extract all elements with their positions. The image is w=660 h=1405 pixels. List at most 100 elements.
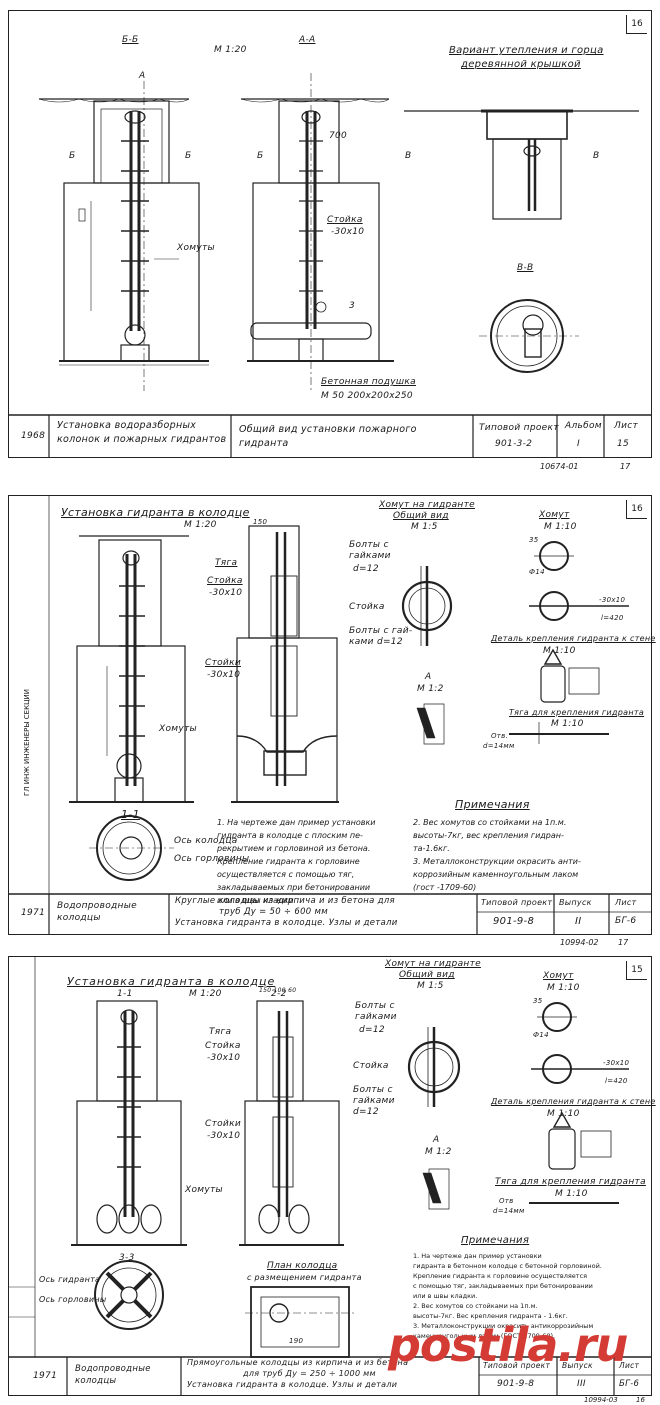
s3-dim-150-100-60: 150 100 60	[259, 987, 297, 994]
s2-clamp-title: Хомут на гидранте	[379, 500, 475, 510]
s3-tyaga: Тяга	[209, 1027, 232, 1037]
mark-v-right: В	[593, 151, 600, 161]
s3-stoyka2-size: -30х10	[207, 1131, 241, 1141]
s3-notes-title: Примечания	[461, 1235, 530, 1246]
tb-col2: Общий вид установки пожарного гидранта	[239, 424, 417, 449]
s3-tb-issue-label: Выпуск	[562, 1361, 593, 1370]
note-line: (гост -1709-60)	[413, 883, 477, 892]
tb-year: 1968	[21, 431, 46, 441]
note-line: высоты-7кг. Вес крепления гидранта - 1.6…	[413, 1312, 568, 1320]
stamp-2: 10994-02	[560, 938, 599, 947]
s2-tb-col1: Водопроводные колодцы	[57, 901, 137, 923]
note-line: высоты-7кг, вес крепления гидран-	[413, 831, 564, 840]
s2-title: Установка гидранта в колодце	[61, 506, 250, 519]
s3-stoyka1-size: -30х10	[207, 1053, 241, 1063]
dim-700: 700	[329, 131, 348, 141]
s3-clamp-scale: М 1:5	[417, 981, 444, 991]
s3-bolty1: Болты с гайками	[355, 1001, 397, 1022]
s3-clamp-title: Хомут на гидранте	[385, 959, 481, 969]
scale-label: М 1:20	[214, 45, 247, 55]
s3-plan-subtitle: с размещением гидранта	[247, 1273, 362, 1282]
s2-section-1-1: 1-1	[121, 808, 140, 821]
s2-tyaga-title: Тяга для крепления гидранта	[509, 708, 645, 717]
s3-stoyka-c: Стойка	[353, 1061, 389, 1071]
sheet-1-drawing	[9, 73, 651, 457]
drawing-sheet-3: 15	[8, 956, 655, 1396]
drawing-sheet-1: 16	[8, 10, 652, 458]
s2-a-label: А	[425, 672, 432, 682]
note-line: осуществляется с помощью тяг,	[217, 870, 355, 879]
note-line: 3. Металлоконструкции окрасить анти-	[413, 857, 581, 866]
note-line: или в швы кладки.	[413, 1292, 478, 1300]
stamp-3: 10994-03	[584, 1396, 618, 1404]
s3-otv-d: d=14мм	[493, 1207, 525, 1215]
s3-os-gidranta: Ось гидранта	[39, 1275, 101, 1284]
s2-detail-title: Деталь крепления гидранта к стене	[491, 634, 656, 643]
note-line: Крепление гидранта к горловине осуществл…	[413, 1272, 588, 1280]
s3-khomuty: Хомуты	[185, 1185, 223, 1195]
s3-khomut-title: Хомут	[543, 971, 574, 981]
s3-os-gorloviny: Ось горловины	[39, 1295, 107, 1304]
tb-album-label: Альбом	[565, 421, 602, 431]
stamp-page-2: 17	[618, 938, 629, 947]
tb-project-label: Типовой проект	[479, 423, 559, 433]
s2-tb-issue-label: Выпуск	[559, 898, 592, 907]
s3-tb-year: 1971	[33, 1371, 58, 1381]
variant-title-2: деревянной крышкой	[461, 59, 581, 70]
s3-tb-col1: Водопроводные колодцы	[75, 1364, 151, 1386]
s3-bolty1-d: d=12	[359, 1025, 385, 1035]
s3-clamp-subtitle: Общий вид	[399, 970, 455, 980]
s3-stoyka2: Стойки	[205, 1119, 241, 1129]
note-line: закладываемых при бетонировании	[217, 883, 371, 892]
tb-sheet-no: 15	[617, 439, 630, 449]
label-podushka-size: М 50 200х200х250	[321, 391, 413, 401]
note-line: 2. Вес хомутов со стойками на 1п.м.	[413, 1302, 538, 1310]
note-line: коррозийным каменноугольным лаком	[413, 870, 579, 879]
note-line: та-1.6кг.	[413, 844, 450, 853]
stamp-page-3: 16	[636, 1396, 645, 1404]
mark-3: 3	[349, 301, 356, 311]
s2-notes-title: Примечания	[455, 798, 530, 811]
s2-notes-right: 2. Вес хомутов со стойками на 1п.м. высот…	[413, 816, 581, 894]
note-line: 3. Металлоконструкции окрасить антикорро…	[413, 1322, 594, 1330]
tb-col1: Установка водоразборных колонок и пожарн…	[57, 420, 227, 445]
s3-detail-title: Деталь крепления гидранта к стене	[491, 1097, 656, 1106]
tb-album-no: I	[577, 439, 580, 449]
note-line: 1. На чертеже дан пример установки	[217, 818, 376, 827]
s3-tb-col2-3: Установка гидранта в колодце. Узлы и дет…	[187, 1380, 398, 1389]
note-line: Крепление гидранта к горловине	[217, 857, 360, 866]
drawing-sheet-2: 16	[8, 495, 655, 935]
s2-stoyka1: Стойка	[207, 576, 243, 586]
s2-tb-project-label: Типовой проект	[481, 898, 553, 907]
note-line: каменноугольным лаком (ГОСТ-1709-60).	[413, 1332, 556, 1340]
sheet-3-drawing	[9, 957, 651, 1395]
view-b-b-label: Б-Б	[122, 35, 139, 45]
s2-tb-sheet-no: БГ-6	[615, 916, 637, 926]
s2-stoyka1-size: -30х10	[209, 588, 243, 598]
s2-side-text: ГЛ ИНЖ ИНЖЕНЕРЫ СЕКЦИИ	[23, 689, 31, 796]
s3-otv: Отв	[499, 1197, 514, 1205]
s3-plan-title: План колодца	[267, 1261, 338, 1271]
s3-stoyka1: Стойка	[205, 1041, 241, 1051]
s3-tb-issue-no: III	[577, 1379, 586, 1389]
s2-stoyka2: Стойки	[205, 658, 241, 668]
stamp-page-1: 17	[620, 462, 631, 471]
s2-tb-col2-2: труб Ду = 50 ÷ 600 мм	[219, 907, 328, 917]
s3-dim-30x10: -30х10	[603, 1059, 630, 1067]
view-a-a-label: А-А	[299, 35, 316, 45]
s3-tb-project-label: Типовой проект	[483, 1361, 551, 1370]
note-line: рекрытием и горловиной из бетона.	[217, 844, 371, 853]
s3-section-3-3: 3-3	[119, 1253, 135, 1263]
s3-tb-col2-2: для труб Ду = 250 ÷ 1000 мм	[243, 1369, 376, 1378]
s2-khomut-scale: М 1:10	[544, 522, 577, 532]
s2-a-scale: М 1:2	[417, 684, 444, 694]
variant-title-1: Вариант утепления и горца	[449, 45, 604, 56]
s2-tyaga: Тяга	[215, 558, 238, 568]
sheet-number: 16	[626, 500, 647, 519]
s2-khomut-title: Хомут	[539, 510, 570, 520]
s2-dim-35: 35	[529, 536, 539, 544]
s3-bolty2: Болты с гайками d=12	[353, 1085, 395, 1117]
note-line: 2. Вес хомутов со стойками на 1п.м.	[413, 818, 567, 827]
